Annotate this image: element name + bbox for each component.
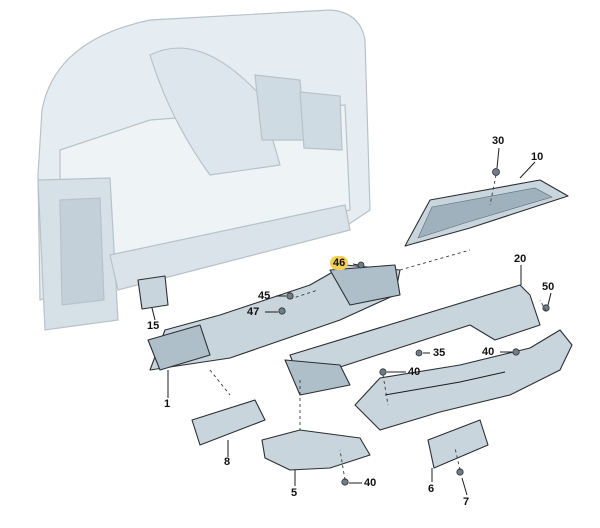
leader-lines: [151, 147, 552, 496]
cover-plate-8-part: [191, 399, 266, 446]
upper-bumper-part: [284, 284, 541, 396]
truck-bed: [37, 9, 371, 331]
callout-8: 8: [224, 456, 231, 468]
callout-30: 30: [492, 135, 505, 147]
callout-40-bottom: 40: [364, 477, 377, 489]
callout-10: 10: [531, 151, 544, 163]
callout-1: 1: [164, 398, 171, 410]
callout-40-middle: 40: [408, 366, 421, 378]
end-cap-part: [261, 429, 371, 471]
callout-47: 47: [247, 306, 260, 318]
bracket-15-part: [137, 275, 169, 310]
assembly-lines: [209, 174, 547, 481]
callout-45: 45: [258, 290, 271, 302]
bumper-bracket-part: [147, 264, 401, 371]
callout-50: 50: [542, 281, 555, 293]
step-pad-part: [404, 179, 569, 247]
callout-20: 20: [514, 253, 527, 265]
fasteners: [278, 168, 550, 486]
callout-46-highlight: 46: [330, 256, 349, 270]
callout-15: 15: [147, 320, 160, 332]
callout-35: 35: [433, 347, 446, 359]
plate-6-part: [427, 419, 489, 469]
callout-7: 7: [463, 496, 470, 508]
callout-40-right: 40: [482, 346, 495, 358]
callout-46: 46: [330, 256, 349, 270]
callout-5: 5: [291, 487, 298, 499]
callout-6: 6: [428, 483, 435, 495]
